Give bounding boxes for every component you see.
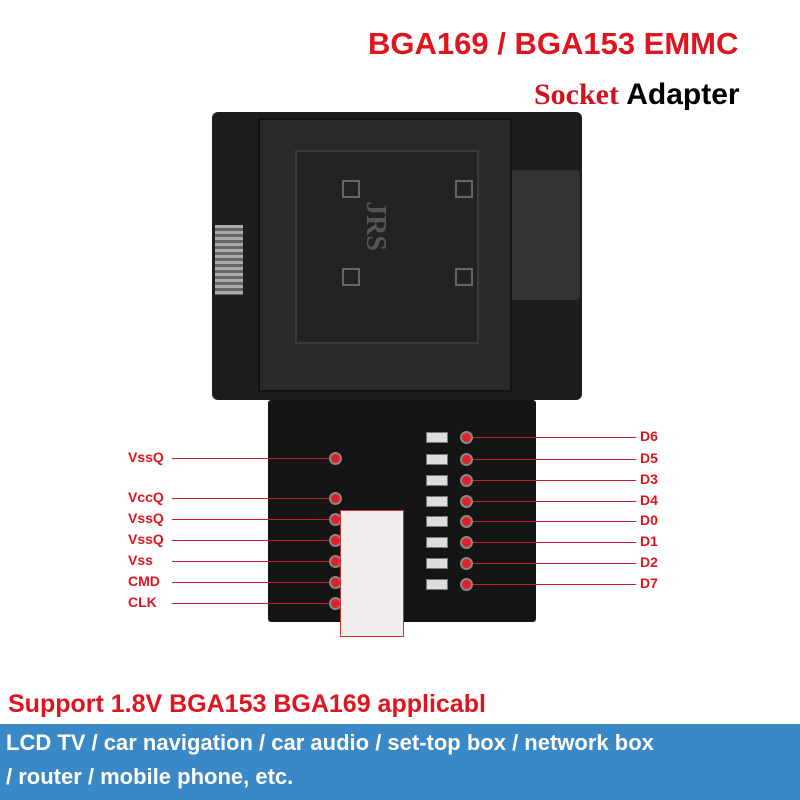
applications-line-1: LCD TV / car navigation / car audio / se… (6, 730, 654, 755)
leader-line (472, 501, 636, 502)
right-pin-label: D0 (640, 512, 658, 528)
leader-line (472, 480, 636, 481)
right-pin-label: D4 (640, 492, 658, 508)
mark (455, 180, 473, 198)
mark (342, 180, 360, 198)
socket-latch (500, 170, 580, 300)
smd-resistor (426, 558, 448, 569)
pin-pad (460, 515, 473, 528)
pin-pad (460, 453, 473, 466)
title-line-1: BGA169 / BGA153 EMMC (368, 26, 739, 61)
left-pin-label: VssQ (128, 449, 164, 465)
applications-line-2: / router / mobile phone, etc. (6, 764, 294, 789)
jrs-logo: JRS (359, 201, 391, 251)
right-pin-label: D1 (640, 533, 658, 549)
leader-line (172, 498, 334, 499)
leader-line (172, 540, 334, 541)
leader-line (172, 582, 334, 583)
title-socket: Socket (534, 78, 619, 111)
pin-pad (460, 431, 473, 444)
right-pin-label: D3 (640, 471, 658, 487)
leader-line (472, 437, 636, 438)
pin-pad (460, 495, 473, 508)
leader-line (172, 561, 334, 562)
leader-line (172, 603, 334, 604)
applications-band (0, 724, 800, 800)
smd-resistor (426, 579, 448, 590)
pin-pad (329, 492, 342, 505)
leader-line (472, 521, 636, 522)
leader-line (472, 584, 636, 585)
left-pin-label: VssQ (128, 510, 164, 526)
left-pin-label: CLK (128, 594, 157, 610)
socket-cavity (295, 150, 479, 344)
leader-line (172, 519, 334, 520)
pin-pad (329, 452, 342, 465)
smd-resistor (426, 432, 448, 443)
right-pin-label: D2 (640, 554, 658, 570)
mark (342, 268, 360, 286)
left-pin-label: VccQ (128, 489, 164, 505)
smd-resistor (426, 454, 448, 465)
pin-pad (460, 474, 473, 487)
leader-line (472, 563, 636, 564)
title-adapter: Adapter (626, 78, 740, 111)
right-pin-label: D5 (640, 450, 658, 466)
left-pin-label: Vss (128, 552, 153, 568)
right-pin-label: D6 (640, 428, 658, 444)
pin-pad (460, 578, 473, 591)
spring-icon (215, 225, 243, 295)
pin-pad (460, 536, 473, 549)
leader-line (172, 458, 334, 459)
smd-resistor (426, 475, 448, 486)
left-pin-label: VssQ (128, 531, 164, 547)
mark (455, 268, 473, 286)
smd-resistor (426, 516, 448, 527)
pin-pad (460, 557, 473, 570)
support-text: Support 1.8V BGA153 BGA169 applicabl (8, 690, 486, 718)
warranty-sticker (340, 510, 404, 637)
title-line-2: Socket Adapter (534, 78, 740, 112)
leader-line (472, 459, 636, 460)
leader-line (472, 542, 636, 543)
left-pin-label: CMD (128, 573, 160, 589)
right-pin-label: D7 (640, 575, 658, 591)
smd-resistor (426, 496, 448, 507)
smd-resistor (426, 537, 448, 548)
